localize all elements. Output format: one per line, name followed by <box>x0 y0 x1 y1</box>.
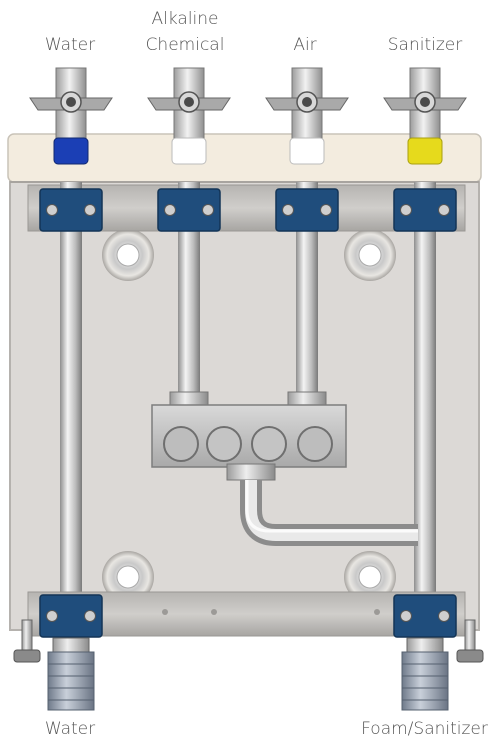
mixing-block <box>152 405 346 467</box>
mounting-hole <box>102 229 154 281</box>
clamp-block <box>40 189 102 231</box>
water-pipe <box>60 182 82 642</box>
clamp-block <box>394 189 456 231</box>
clamp-block <box>40 595 102 637</box>
water-outlet-fitting <box>48 638 94 710</box>
clamp-block <box>276 189 338 231</box>
clamp-block <box>158 189 220 231</box>
mounting-hole <box>344 229 396 281</box>
sanitizer-pipe <box>414 182 436 642</box>
foam-sanitizer-outlet-fitting <box>402 638 448 710</box>
block-outlet-nut <box>227 464 275 480</box>
label-outlet-water: Water <box>30 718 110 741</box>
label-outlet-foam-sanitizer: Foam/Sanitizer <box>352 718 497 741</box>
clamp-block <box>394 595 456 637</box>
manifold-diagram <box>0 0 497 718</box>
